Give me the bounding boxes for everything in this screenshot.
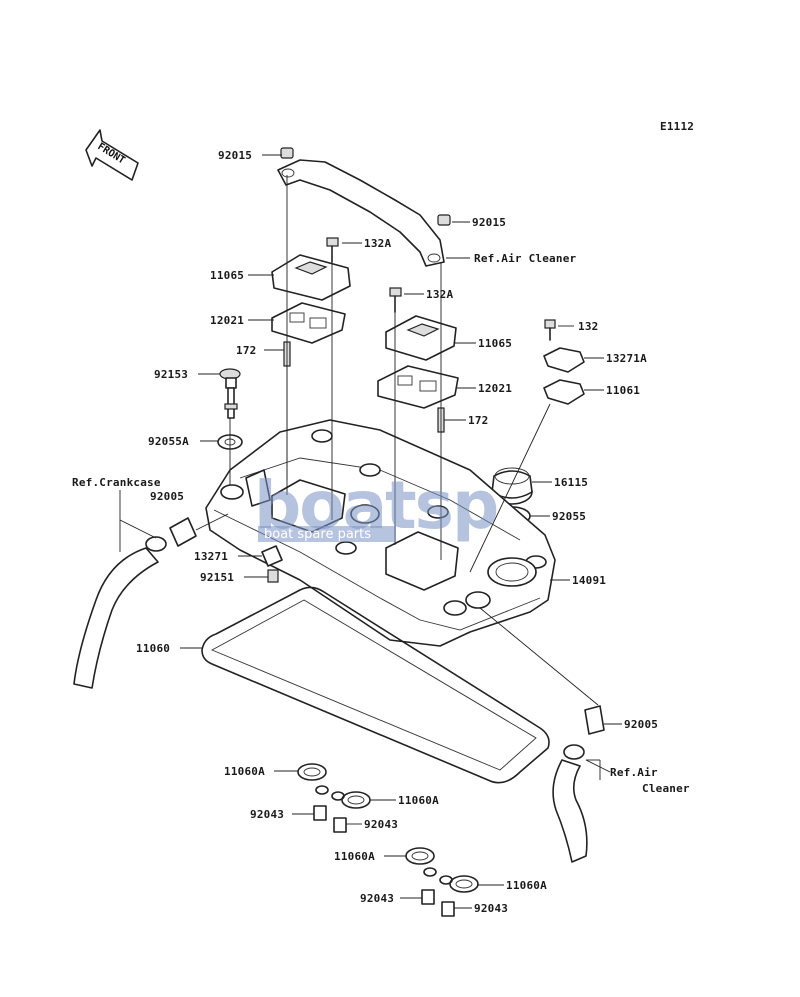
collar-92043-1	[313, 805, 327, 821]
plate-13271A	[543, 347, 585, 373]
label-11061: 11061	[606, 384, 640, 397]
hose-clamp-right	[563, 744, 585, 760]
label-11065-left: 11065	[210, 269, 244, 282]
label-11060A-1: 11060A	[224, 765, 265, 778]
label-92043-1: 92043	[250, 808, 284, 821]
seal-11060A-4	[449, 875, 479, 893]
bolt-132	[544, 319, 556, 341]
watermark-tagline: boat spare parts	[264, 527, 371, 542]
bolt-92015-top	[280, 147, 294, 159]
bolt-132A-mid	[389, 287, 402, 313]
label-ref-crankcase: Ref.Crankcase	[72, 476, 161, 489]
bolt-92153	[219, 368, 241, 419]
watermark: boatsp boat spare parts	[254, 467, 499, 544]
label-92005-right: 92005	[624, 718, 658, 731]
label-92153: 92153	[154, 368, 188, 381]
collar-92043-4	[441, 901, 455, 917]
label-92015-right: 92015	[472, 216, 506, 229]
gasket-12021-left	[271, 302, 346, 344]
label-92043-4: 92043	[474, 902, 508, 915]
bolt-132A-top	[326, 237, 339, 263]
front-arrow-icon: FRONT	[85, 129, 139, 181]
label-13271A: 13271A	[606, 352, 647, 365]
label-92055: 92055	[552, 510, 586, 523]
label-12021-right: 12021	[478, 382, 512, 395]
head-cover-gasket-11060	[201, 586, 550, 784]
label-172-right: 172	[468, 414, 488, 427]
seal-small-3	[423, 867, 437, 877]
label-92151: 92151	[200, 571, 234, 584]
label-132A-mid: 132A	[426, 288, 453, 301]
seal-11060A-2	[341, 791, 371, 809]
bolt-92151	[267, 569, 279, 583]
hose-air-cleaner	[552, 759, 588, 863]
label-leaders	[180, 154, 622, 909]
fitting-92005-right	[584, 705, 605, 735]
hose-clamp-left	[145, 536, 167, 552]
label-ref-air-cleaner-bottom-2: Cleaner	[642, 782, 690, 795]
label-92043-2: 92043	[364, 818, 398, 831]
label-11060: 11060	[136, 642, 170, 655]
collar-92043-3	[421, 889, 435, 905]
label-13271: 13271	[194, 550, 228, 563]
gasket-12021-right	[377, 365, 459, 409]
plate-11065-left	[271, 254, 351, 301]
bolt-92015-right	[437, 214, 451, 226]
breather-pipe	[277, 159, 445, 267]
seal-11060A-1	[297, 763, 327, 781]
label-16115: 16115	[554, 476, 588, 489]
seal-small-1	[315, 785, 329, 795]
label-ref-air-cleaner-top: Ref.Air Cleaner	[474, 252, 577, 265]
label-132A-top: 132A	[364, 237, 391, 250]
plate-11065-right	[385, 315, 457, 361]
label-92005-left: 92005	[150, 490, 184, 503]
guide-lines	[119, 175, 599, 706]
plate-11061	[543, 379, 585, 405]
label-92015-top: 92015	[218, 149, 252, 162]
label-11060A-2: 11060A	[398, 794, 439, 807]
label-92055A: 92055A	[148, 435, 189, 448]
seal-11060A-3	[405, 847, 435, 865]
label-11060A-4: 11060A	[506, 879, 547, 892]
bracket-13271	[261, 545, 283, 567]
label-11065-right: 11065	[478, 337, 512, 350]
label-132: 132	[578, 320, 598, 333]
label-92043-3: 92043	[360, 892, 394, 905]
label-11060A-3: 11060A	[334, 850, 375, 863]
label-172-left: 172	[236, 344, 256, 357]
label-ref-air-cleaner-bottom-1: Ref.Air	[610, 766, 658, 779]
collar-92043-2	[333, 817, 347, 833]
fitting-92005-left	[169, 517, 197, 547]
diagram-code: E1112	[660, 120, 694, 133]
label-12021-left: 12021	[210, 314, 244, 327]
label-14091: 14091	[572, 574, 606, 587]
hose-crankcase	[73, 547, 159, 689]
